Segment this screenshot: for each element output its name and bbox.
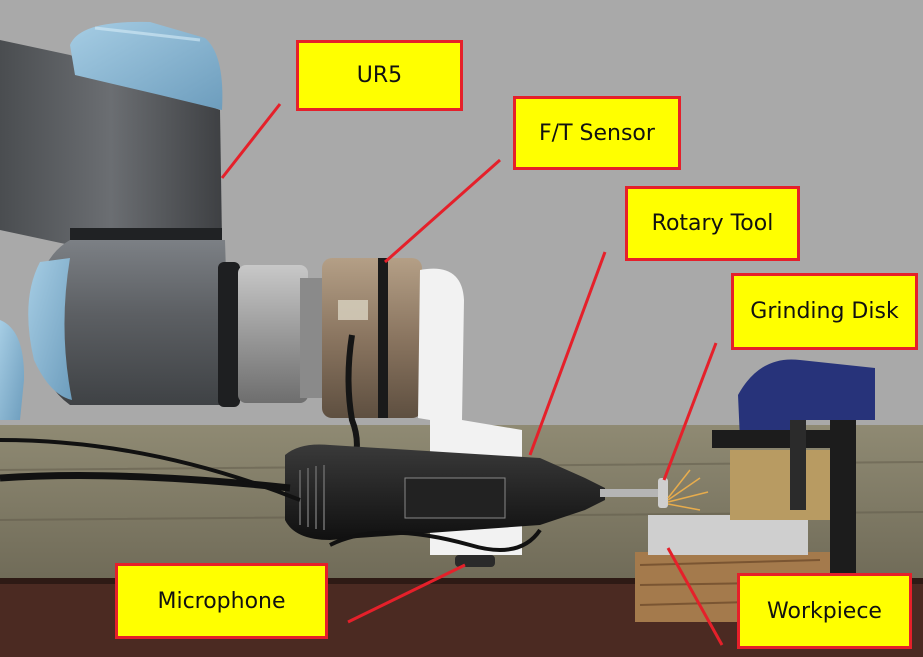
label-workpiece-text: Workpiece (767, 598, 882, 624)
clamp-head (738, 359, 875, 440)
label-microphone: Microphone (115, 563, 328, 639)
ur5-blue-cap (70, 21, 223, 110)
tool-flange (238, 265, 308, 403)
label-ur5: UR5 (296, 40, 463, 111)
label-ft-sensor-text: F/T Sensor (539, 120, 655, 146)
label-rotary-tool-text: Rotary Tool (651, 211, 774, 236)
tool-shaft (600, 489, 660, 497)
ft-sensor-body (322, 258, 422, 418)
ur5-wrist-joint (35, 240, 230, 405)
label-grinding-disk-text: Grinding Disk (750, 299, 899, 324)
label-microphone-text: Microphone (157, 588, 286, 614)
leader-lines (220, 103, 724, 646)
label-grinding-disk: Grinding Disk (731, 273, 918, 350)
workpiece-shape (648, 515, 808, 555)
label-ur5-text: UR5 (356, 63, 403, 88)
microphone-shape (455, 555, 495, 567)
label-ft-sensor: F/T Sensor (513, 96, 681, 170)
label-rotary-tool: Rotary Tool (625, 186, 800, 261)
label-workpiece: Workpiece (737, 573, 912, 649)
grinding-disk-shape (658, 478, 668, 508)
clamp-pad (730, 450, 830, 520)
